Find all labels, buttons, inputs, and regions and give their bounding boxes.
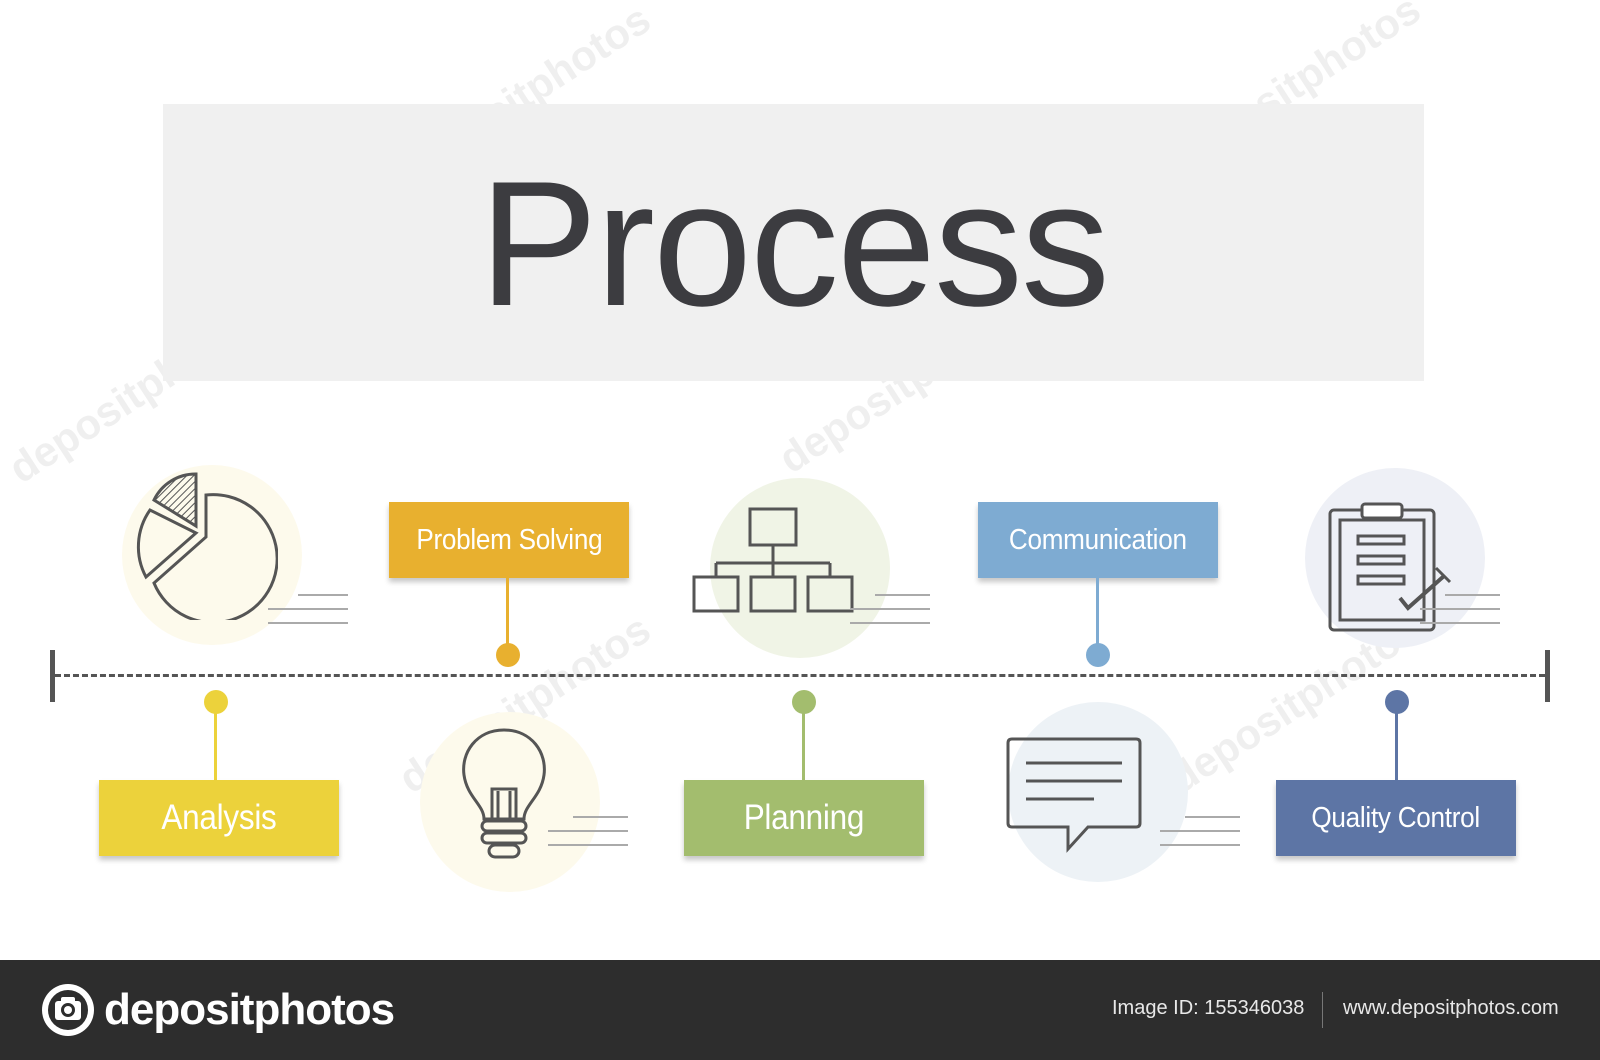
decorative-lines (268, 594, 348, 624)
process-diagram: depositphotos depositphotos depositphoto… (0, 0, 1550, 892)
site-url[interactable]: www.depositphotos.com (1343, 997, 1559, 1019)
timeline-dashed-line (55, 674, 1545, 677)
step-label-text: Communication (1009, 523, 1187, 556)
timeline-dot-problem-solving (496, 643, 520, 667)
title-panel: Process (163, 104, 1424, 381)
timeline-dot-communication (1086, 643, 1110, 667)
decorative-lines (1160, 816, 1240, 846)
speech-bubble-icon (1006, 737, 1142, 853)
timeline-start-cap (50, 650, 55, 702)
connector-analysis (214, 705, 217, 780)
connector-problem-solving (506, 578, 509, 648)
brand-name: depositphotos (104, 985, 395, 1034)
lightbulb-icon (462, 728, 546, 859)
step-label-communication: Communication (978, 502, 1218, 578)
pie-chart-icon (136, 472, 278, 620)
brand-logo[interactable]: depositphotos (40, 982, 395, 1038)
icon-circle (1008, 702, 1188, 882)
step-label-quality-control: Quality Control (1276, 780, 1516, 856)
decorative-lines (548, 816, 628, 846)
clipboard-check-icon (1328, 502, 1452, 632)
org-chart-icon (692, 507, 854, 613)
step-label-text: Analysis (161, 798, 277, 837)
step-label-planning: Planning (684, 780, 924, 856)
step-label-text: Problem Solving (415, 523, 602, 556)
timeline (50, 650, 1550, 702)
icon-circle (710, 478, 890, 658)
camera-icon (42, 984, 94, 1036)
timeline-end-cap (1545, 650, 1550, 702)
footer-bar: depositphotos Image ID: 155346038 www.de… (0, 960, 1600, 1060)
step-label-text: Quality Control (1311, 801, 1481, 834)
decorative-lines (850, 594, 930, 624)
footer-divider (1322, 992, 1323, 1028)
step-label-text: Planning (743, 798, 865, 837)
page-title: Process (479, 144, 1110, 343)
step-label-problem-solving: Problem Solving (389, 502, 629, 578)
connector-communication (1096, 578, 1099, 648)
decorative-lines (1420, 594, 1500, 624)
icon-circle (1305, 468, 1485, 648)
step-label-analysis: Analysis (99, 780, 339, 856)
image-id: Image ID: 155346038 (1112, 997, 1305, 1019)
connector-quality-control (1395, 705, 1398, 780)
connector-planning (802, 705, 805, 780)
